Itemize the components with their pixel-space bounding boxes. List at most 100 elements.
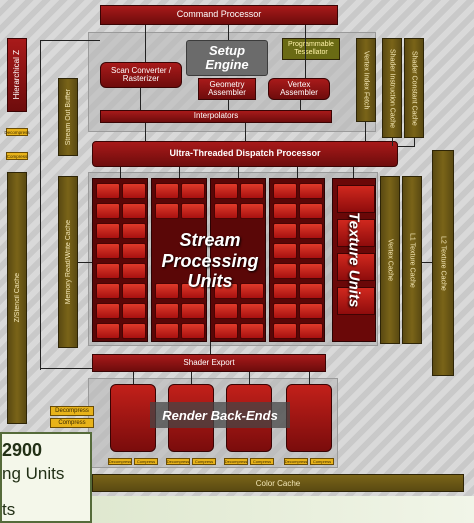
stream-out-buffer-block: Stream Out Buffer	[58, 78, 78, 156]
stream-processing-units-label: Stream Processing Units	[161, 229, 259, 292]
rbe1-decompress-label: Decompress	[108, 459, 132, 464]
alu-core	[181, 283, 205, 299]
alu-core	[181, 303, 205, 319]
dispatch-processor-label: Ultra-Threaded Dispatch Processor	[169, 148, 321, 159]
programmable-tessellator-label: Programmable Tessellator	[288, 41, 334, 56]
alu-core	[155, 303, 179, 319]
alu-core	[240, 283, 264, 299]
render-back-end-unit-1	[110, 384, 156, 452]
hierarchical-z-block: Hierarchical Z	[7, 38, 27, 112]
alu-core	[240, 323, 264, 339]
rbe4-compress: Compress	[310, 458, 334, 465]
alu-core	[299, 203, 323, 219]
command-processor-label: Command Processor	[176, 9, 262, 20]
shader-export-block: Shader Export	[92, 354, 326, 372]
alu-core	[96, 323, 120, 339]
alu-core	[299, 283, 323, 299]
vertex-index-fetch-block: Vertex Index Fetch	[356, 38, 376, 122]
l1-texture-cache-block: L1 Texture Cache	[402, 176, 422, 344]
alu-core	[96, 183, 120, 199]
rbe1-compress: Compress	[134, 458, 158, 465]
alu-core	[299, 243, 323, 259]
rbe-compress-label: Compress	[58, 420, 86, 426]
stream-out-buffer-label: Stream Out Buffer	[64, 88, 72, 146]
connector-line	[414, 138, 415, 146]
dispatch-processor-block: Ultra-Threaded Dispatch Processor	[92, 141, 398, 167]
texture-unit-core	[337, 185, 375, 213]
connector-line	[210, 342, 211, 354]
connector-line	[392, 138, 393, 146]
memory-rw-cache-label: Memory Read/Write Cache	[64, 219, 72, 305]
render-back-ends-label-box: Render Back-Ends	[150, 402, 290, 428]
caption-box: 2900 ng Units ts	[0, 432, 92, 523]
connector-line	[398, 146, 415, 147]
alu-core	[155, 183, 179, 199]
alu-core	[96, 223, 120, 239]
shader-constant-cache-block: Shader Constant Cache	[404, 38, 424, 138]
command-processor-block: Command Processor	[100, 5, 338, 25]
connector-line	[40, 40, 100, 41]
programmable-tessellator-block: Programmable Tessellator	[282, 38, 340, 60]
alu-core	[299, 263, 323, 279]
alu-core	[214, 303, 238, 319]
setup-engine-label-box: Setup Engine	[186, 40, 268, 76]
alu-core	[155, 283, 179, 299]
rbe2-compress: Compress	[192, 458, 216, 465]
vertex-cache-block: Vertex Cache	[380, 176, 400, 344]
alu-core	[181, 203, 205, 219]
rbe-compress: Compress	[50, 418, 94, 428]
texture-unit-core	[337, 253, 375, 281]
alu-core	[273, 303, 297, 319]
texture-units-label: Texture Units	[345, 212, 363, 308]
alu-core	[299, 183, 323, 199]
connector-line	[300, 100, 301, 110]
alu-core	[96, 263, 120, 279]
rbe3-decompress-label: Decompress	[224, 459, 248, 464]
rbe1-decompress: Decompress	[108, 458, 132, 465]
caption-line-3: ts	[2, 500, 16, 519]
hierarchical-z-label: Hierarchical Z	[11, 50, 21, 100]
l2-texture-cache-label: L2 Texture Cache	[439, 235, 447, 291]
alu-core	[299, 223, 323, 239]
setup-engine-label: Setup Engine	[205, 43, 249, 72]
alu-core	[214, 283, 238, 299]
shader-instruction-cache-block: Shader Instruction Cache	[382, 38, 402, 138]
scan-converter-label: Scan Converter / Rasterizer	[110, 65, 172, 83]
vertex-cache-label: Vertex Cache	[386, 238, 394, 282]
vertex-assembler-label: Vertex Assembler	[280, 79, 318, 97]
connector-line	[353, 167, 354, 178]
alu-core	[273, 183, 297, 199]
rbe2-decompress-label: Decompress	[166, 459, 190, 464]
alu-core	[273, 243, 297, 259]
connector-line	[145, 25, 146, 62]
connector-line	[191, 372, 192, 384]
rbe3-decompress: Decompress	[224, 458, 248, 465]
connector-line	[40, 40, 41, 370]
rbe2-compress-label: Compress	[194, 459, 214, 464]
alu-core	[122, 263, 146, 279]
alu-core	[273, 263, 297, 279]
alu-core	[299, 303, 323, 319]
connector-line	[228, 25, 229, 40]
interpolators-label: Interpolators	[193, 111, 239, 121]
left-top-compress-label: Compress	[6, 153, 28, 159]
color-cache-label: Color Cache	[255, 478, 301, 488]
alu-core	[122, 323, 146, 339]
l1-texture-cache-label: L1 Texture Cache	[408, 232, 416, 288]
connector-line	[179, 167, 180, 178]
connector-line	[145, 123, 146, 141]
rbe3-compress: Compress	[250, 458, 274, 465]
alu-core	[214, 183, 238, 199]
rbe2-decompress: Decompress	[166, 458, 190, 465]
alu-core	[240, 303, 264, 319]
connector-line	[365, 122, 366, 141]
vertex-assembler-block: Vertex Assembler	[268, 78, 330, 100]
connector-line	[228, 100, 229, 110]
footer-band	[92, 496, 474, 523]
left-top-compress: Compress	[6, 152, 28, 160]
alu-core	[214, 323, 238, 339]
connector-line	[249, 372, 250, 384]
rbe-decompress: Decompress	[50, 406, 94, 416]
geometry-assembler-label: Geometry Assembler	[208, 79, 246, 97]
simd-array-1	[92, 178, 148, 342]
